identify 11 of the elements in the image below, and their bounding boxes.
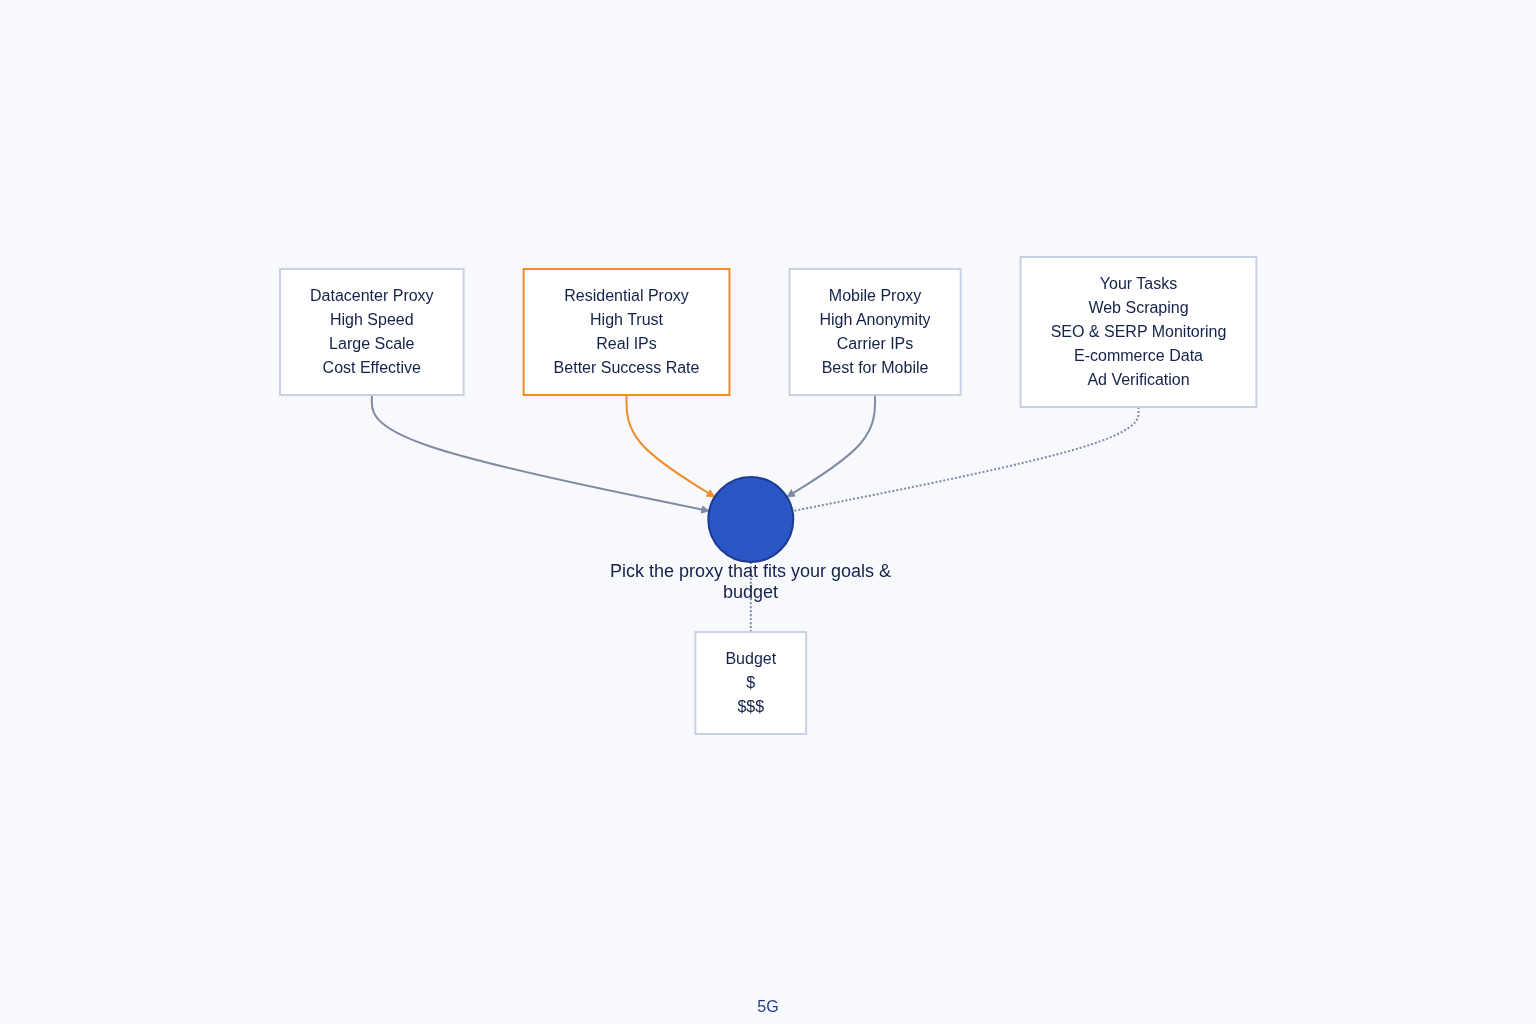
node-box: Residential Proxy High Trust Real IPs Better Success Rate xyxy=(522,267,731,396)
node-box: Your Tasks Web Scraping SEO & SERP Monitoring E-commerce Data Ad Verification xyxy=(1019,255,1258,408)
arrow xyxy=(625,393,715,497)
node-box: Mobile Proxy High Anonymity Carrier IPs Best for Mobile xyxy=(788,267,962,396)
arrow xyxy=(370,393,710,514)
caption-text: Pick the proxy that fits your goals & budget xyxy=(609,561,893,603)
node-circle xyxy=(707,475,795,563)
arrow xyxy=(786,393,876,497)
node-box: Datacenter Proxy High Speed Large Scale Cost Effective xyxy=(278,267,465,396)
label-text: 5G xyxy=(757,998,779,1016)
node-box: Budget $ $$$ xyxy=(694,630,807,735)
